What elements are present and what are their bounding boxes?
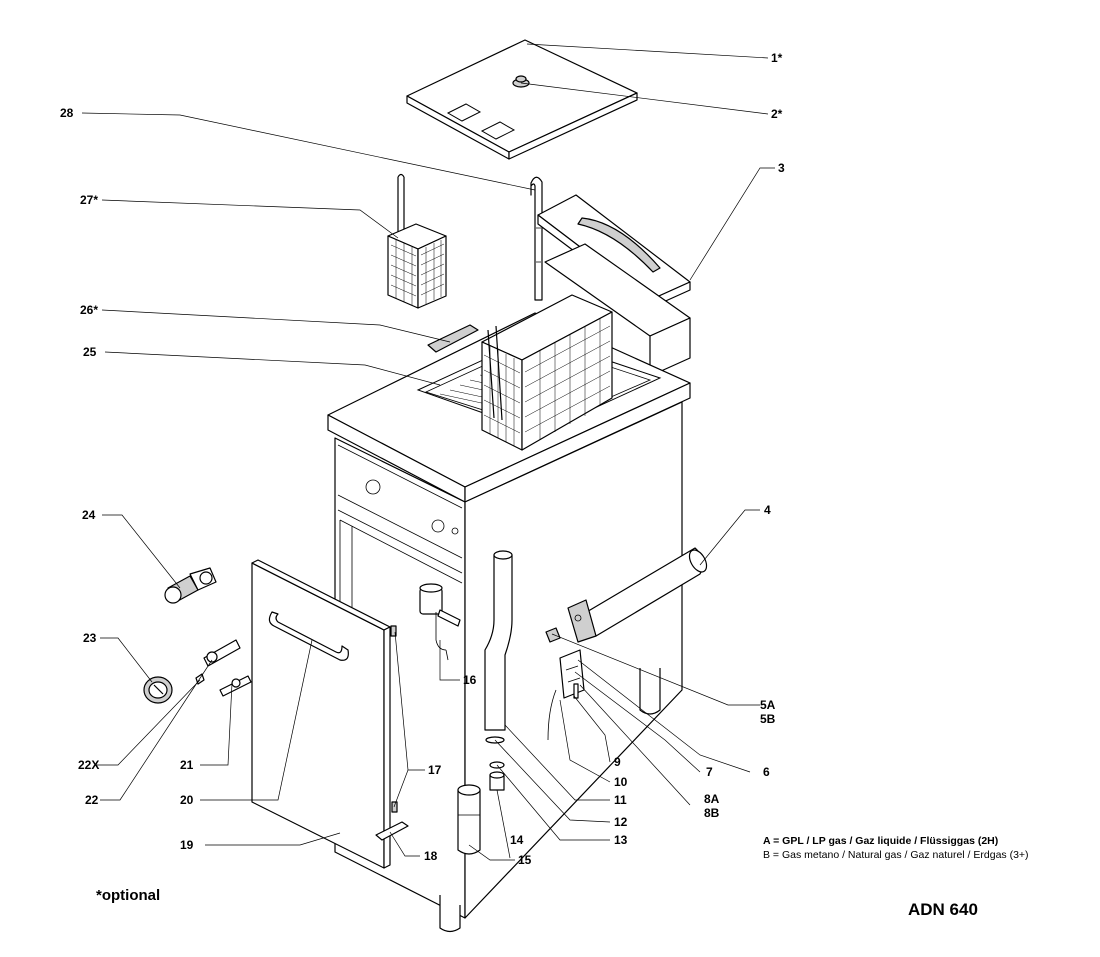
label-11: 11 (614, 793, 627, 807)
model-name: ADN 640 (908, 900, 978, 919)
label-2: 2* (771, 107, 783, 121)
label-6: 6 (763, 765, 770, 779)
control-hole-1 (365, 479, 381, 495)
label-23: 23 (83, 631, 97, 645)
door (251, 559, 391, 869)
label-24: 24 (82, 508, 96, 522)
label-18: 18 (424, 849, 438, 863)
label-16: 16 (463, 673, 477, 687)
part-labels: 1* 2* 3 4 5A 5B 6 7 8A 8B 9 10 11 12 13 … (60, 51, 785, 867)
label-21: 21 (180, 758, 194, 772)
left-components (143, 567, 252, 704)
label-5b: 5B (760, 712, 776, 726)
label-5a: 5A (760, 698, 776, 712)
control-hole-2 (431, 519, 445, 533)
lid (406, 39, 638, 160)
label-12: 12 (614, 815, 628, 829)
leader-lines (81, 43, 775, 861)
hinge-parts (375, 625, 409, 841)
label-9: 9 (614, 755, 621, 769)
small-basket (387, 173, 447, 309)
label-28: 28 (60, 106, 74, 120)
flue-pipe (567, 547, 708, 643)
legend-gas-b: B = Gas metano / Natural gas / Gaz natur… (763, 849, 1029, 861)
label-8b: 8B (704, 806, 720, 820)
label-19: 19 (180, 838, 194, 852)
label-3: 3 (778, 161, 785, 175)
label-17: 17 (428, 763, 442, 777)
drain-valve (419, 583, 461, 661)
gas-components (545, 627, 585, 741)
label-26: 26* (80, 303, 98, 317)
label-15: 15 (518, 853, 532, 867)
label-20: 20 (180, 793, 194, 807)
optional-note: *optional (96, 887, 161, 904)
label-13: 13 (614, 833, 628, 847)
flue-unit (537, 194, 691, 377)
label-4: 4 (764, 503, 771, 517)
label-22x: 22X (78, 758, 99, 772)
legend-gas-a: A = GPL / LP gas / Gaz liquide / Flüssig… (763, 835, 999, 847)
door-handle (268, 611, 349, 661)
label-25: 25 (83, 345, 97, 359)
label-1: 1* (771, 51, 783, 65)
label-7: 7 (706, 765, 713, 779)
label-22: 22 (85, 793, 99, 807)
outlet-pipe (530, 176, 543, 301)
label-14: 14 (510, 833, 524, 847)
label-8a: 8A (704, 792, 720, 806)
label-10: 10 (614, 775, 628, 789)
label-27: 27* (80, 193, 98, 207)
large-basket (427, 294, 613, 451)
drain-parts (457, 761, 505, 855)
